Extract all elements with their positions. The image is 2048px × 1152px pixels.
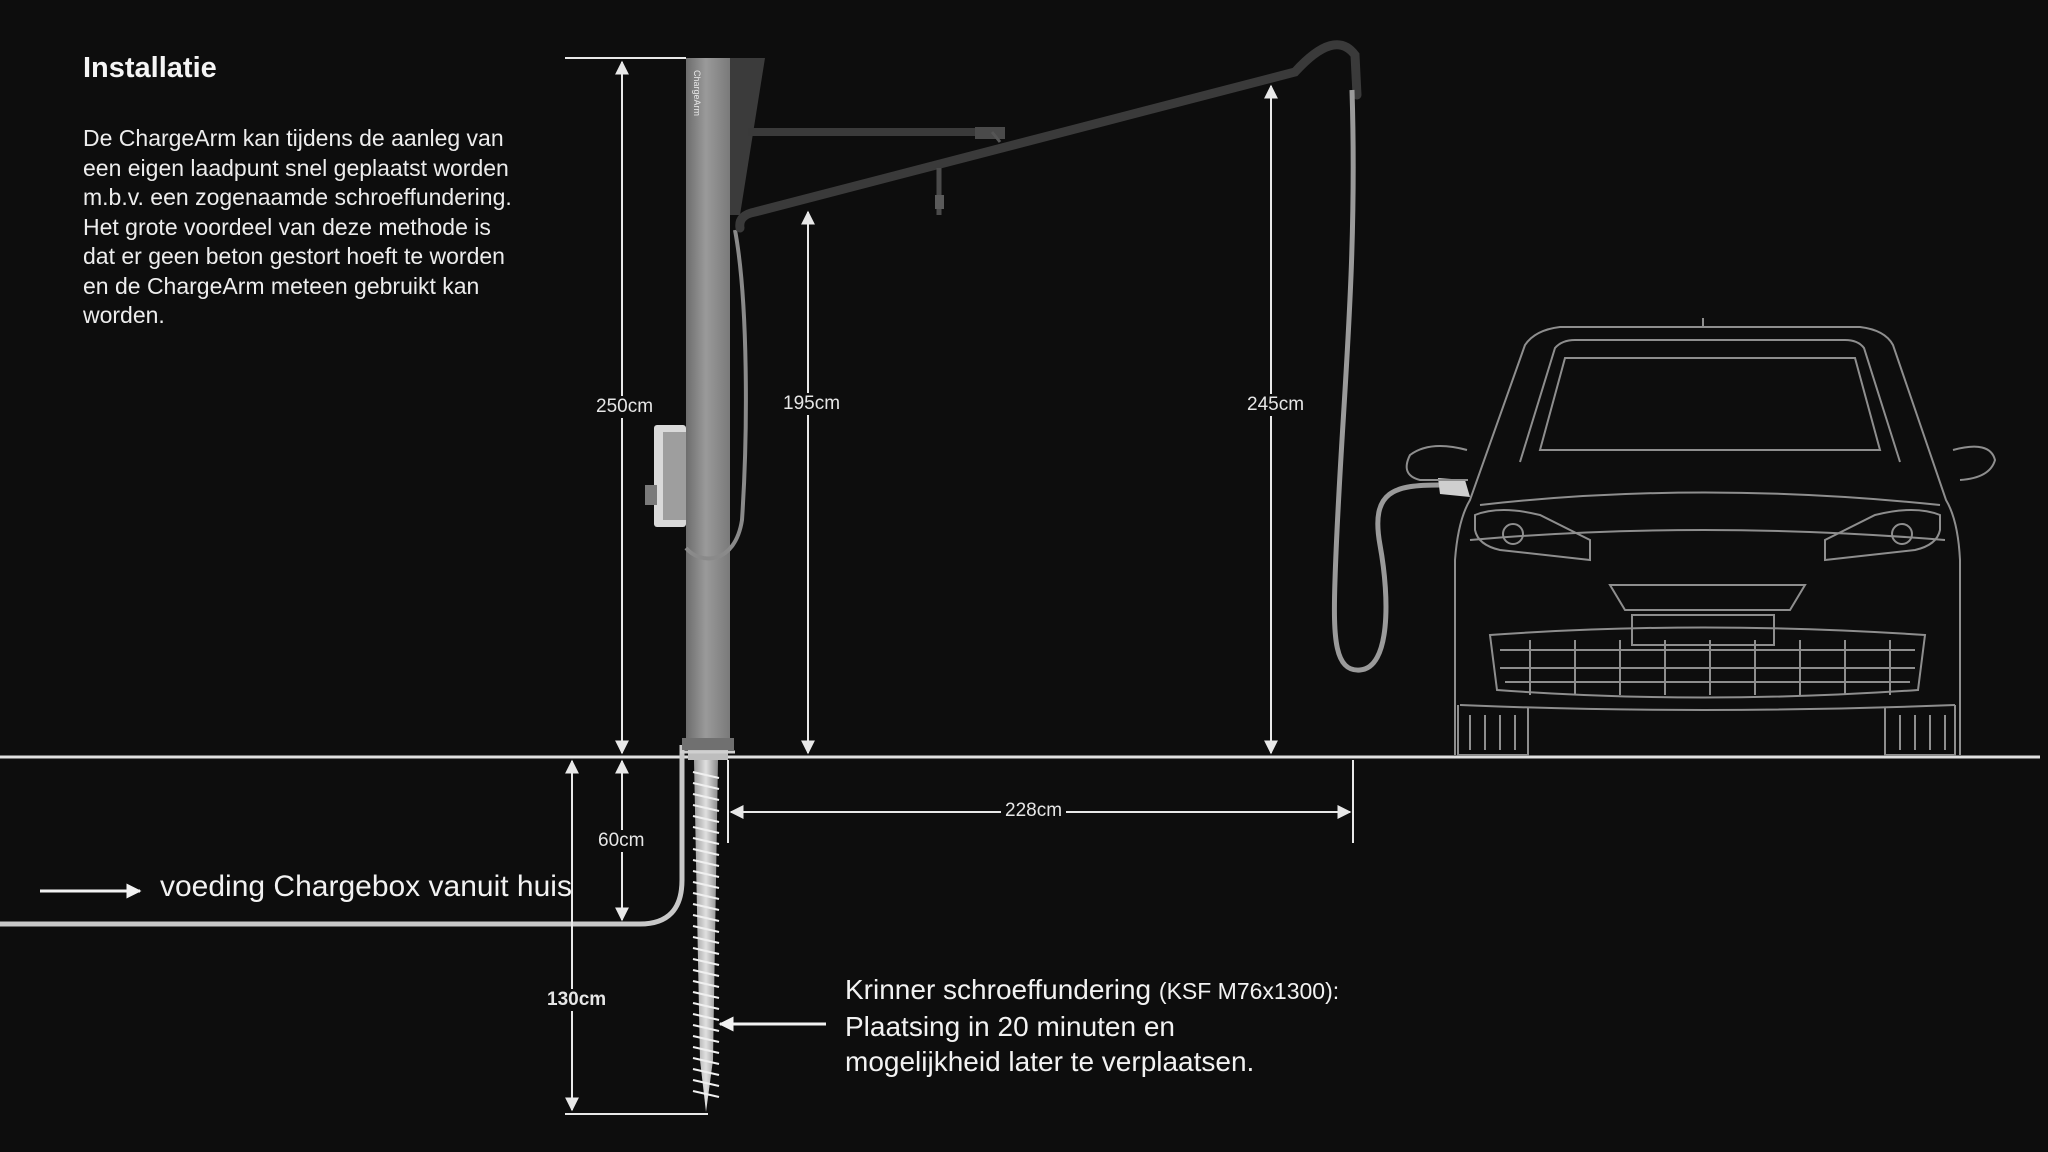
screw-thread [692, 1002, 720, 1010]
foundation-line-2: Plaatsing in 20 minuten en [845, 1011, 1175, 1042]
screw-thread [692, 903, 720, 911]
foundation-title: Krinner schroeffundering [845, 974, 1152, 1005]
screw-thread [692, 892, 720, 900]
screw-thread [692, 1079, 720, 1087]
dimension-lines [565, 57, 1354, 1115]
screw-thread [692, 1013, 720, 1021]
pole-brand: ChargeArm [692, 70, 702, 116]
screw-thread [692, 936, 720, 944]
screw-thread [692, 980, 720, 988]
dim-label-foundation-depth: 130cm [543, 989, 611, 1011]
screw-thread [692, 859, 720, 867]
screw-thread [692, 1024, 720, 1032]
foundation-spec: (KSF M76x1300): [1158, 978, 1340, 1004]
screw-thread [692, 991, 720, 999]
dim-label-cable-depth: 60cm [594, 830, 649, 852]
charge-plug [1438, 478, 1470, 497]
screw-thread [692, 1068, 720, 1076]
charge-arm [735, 40, 1362, 233]
screw-thread [692, 881, 720, 889]
intro-text: De ChargeArm kan tijdens de aanleg van e… [83, 125, 512, 328]
dim-label-reach: 228cm [1001, 800, 1067, 822]
screw-thread [692, 1090, 720, 1098]
screw-thread [692, 804, 720, 812]
foundation-line-3: mogelijkheid later te verplaatsen. [845, 1046, 1255, 1077]
foundation-annotation: Krinner schroeffundering (KSF M76x1300):… [845, 972, 1339, 1079]
screw-thread [692, 826, 720, 834]
screw-thread [692, 771, 720, 779]
car-outline [1405, 318, 1997, 756]
screw-thread [692, 969, 720, 977]
page-title: Installatie [83, 52, 217, 84]
chargebox [645, 425, 686, 527]
dim-label-arm-height: 195cm [779, 393, 845, 415]
screw-foundation [680, 748, 735, 1112]
charging-hose [1331, 89, 1441, 673]
screw-thread [692, 1046, 720, 1054]
foundation-line-1: Krinner schroeffundering (KSF M76x1300): [845, 972, 1339, 1009]
screw-thread [692, 793, 720, 801]
screw-thread [692, 958, 720, 966]
power-feed-cable [0, 745, 685, 927]
screw-thread [692, 782, 720, 790]
power-feed-label: voeding Chargebox vanuit huis [160, 870, 572, 903]
screw-thread [692, 925, 720, 933]
dim-label-hose-height: 245cm [1243, 394, 1309, 416]
screw-thread [692, 848, 720, 856]
charge-pole: ChargeArm [682, 58, 765, 750]
pole-cable [684, 229, 748, 561]
screw-thread [692, 815, 720, 823]
screw-thread [692, 1057, 720, 1065]
screw-thread [692, 870, 720, 878]
screw-thread [692, 947, 720, 955]
screw-thread [692, 1035, 720, 1043]
screw-thread [692, 914, 720, 922]
dim-label-pole-height: 250cm [592, 396, 658, 418]
screw-thread [692, 837, 720, 845]
